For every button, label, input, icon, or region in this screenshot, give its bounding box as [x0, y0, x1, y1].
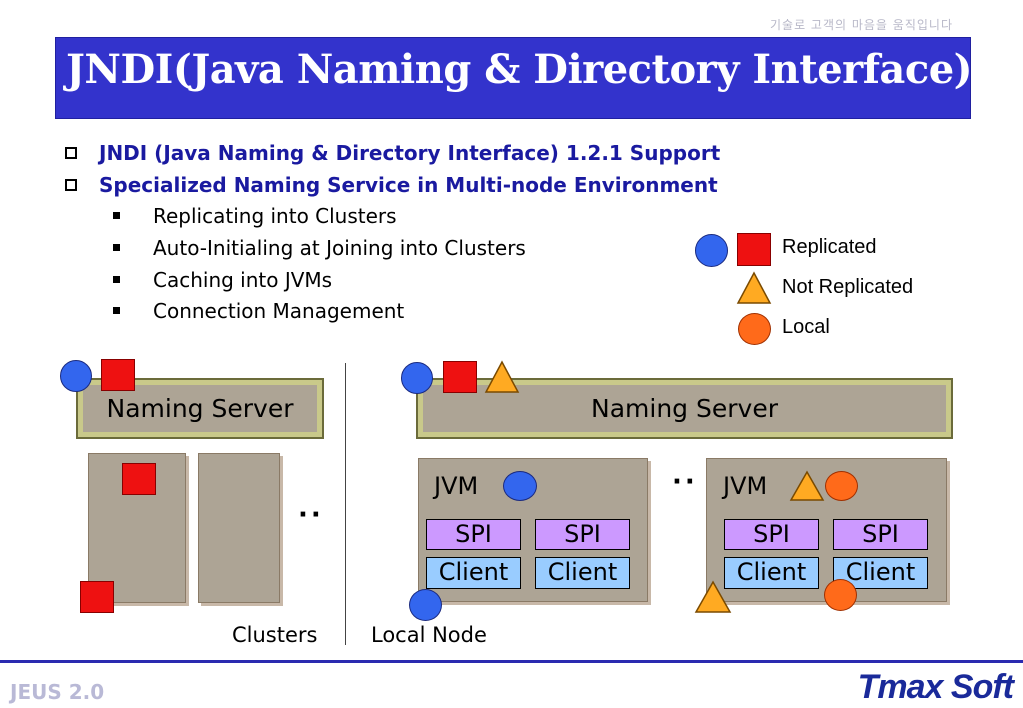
client-box: Client	[724, 557, 819, 589]
local-circle-icon	[738, 313, 771, 345]
sub-bullet: Connection Management	[113, 299, 404, 323]
replicated-circle-icon	[60, 360, 92, 392]
replicated-circle-icon	[503, 471, 537, 501]
legend-not-replicated: Not Replicated	[782, 276, 914, 298]
local-circle-icon	[825, 471, 858, 501]
clusters-caption: Clusters	[232, 623, 318, 647]
spi-box: SPI	[833, 519, 928, 550]
more-nodes-dots: ··	[298, 500, 324, 530]
client-box: Client	[833, 557, 928, 589]
square-bullet-icon	[113, 244, 120, 251]
bullet-jndi-support: JNDI (Java Naming & Directory Interface)…	[65, 141, 720, 165]
cluster-node-2	[198, 453, 280, 603]
replicated-circle-icon	[401, 362, 433, 394]
brand-initial: T	[857, 668, 879, 706]
bullet-naming-service: Specialized Naming Service in Multi-node…	[65, 173, 718, 197]
square-bullet-icon	[113, 212, 120, 219]
legend-local: Local	[782, 316, 830, 338]
brand-logo: Tmax Soft	[857, 668, 1014, 707]
sub-bullet: Caching into JVMs	[113, 268, 332, 292]
checkbox-bullet-icon	[65, 147, 77, 159]
footer-rule	[0, 660, 1023, 663]
replicated-square-icon	[443, 361, 477, 393]
client-box: Client	[426, 557, 521, 589]
jvm-label: JVM	[723, 472, 768, 500]
title-bar	[55, 37, 971, 119]
tagline: 기술로 고객의 마음을 움직입니다	[769, 18, 953, 32]
local-node-caption: Local Node	[371, 623, 487, 647]
footer-product: JEUS 2.0	[10, 680, 105, 704]
not-replicated-triangle-icon	[789, 470, 825, 501]
not-replicated-triangle-icon	[484, 360, 520, 393]
spi-box: SPI	[426, 519, 521, 550]
jvm-label: JVM	[434, 472, 479, 500]
square-bullet-icon	[113, 307, 120, 314]
checkbox-bullet-icon	[65, 179, 77, 191]
more-jvms-dots: ··	[672, 467, 698, 497]
divider	[345, 363, 346, 645]
replicated-circle-icon	[409, 589, 442, 621]
legend-replicated: Replicated	[782, 236, 877, 258]
sub-bullet: Replicating into Clusters	[113, 204, 397, 228]
spi-box: SPI	[724, 519, 819, 550]
brand-name: max Soft	[877, 668, 1014, 706]
local-circle-icon	[824, 579, 857, 611]
replicated-square-icon	[737, 233, 771, 266]
not-replicated-triangle-icon	[694, 580, 732, 613]
square-bullet-icon	[113, 276, 120, 283]
not-replicated-triangle-icon	[736, 271, 772, 304]
replicated-circle-icon	[695, 234, 728, 267]
replicated-square-icon	[80, 581, 114, 613]
page-title: JNDI(Java Naming & Directory Interface)	[66, 46, 973, 93]
client-box: Client	[535, 557, 630, 589]
spi-box: SPI	[535, 519, 630, 550]
sub-bullet: Auto-Initialing at Joining into Clusters	[113, 236, 526, 260]
replicated-square-icon	[101, 359, 135, 391]
replicated-square-icon	[122, 463, 156, 495]
